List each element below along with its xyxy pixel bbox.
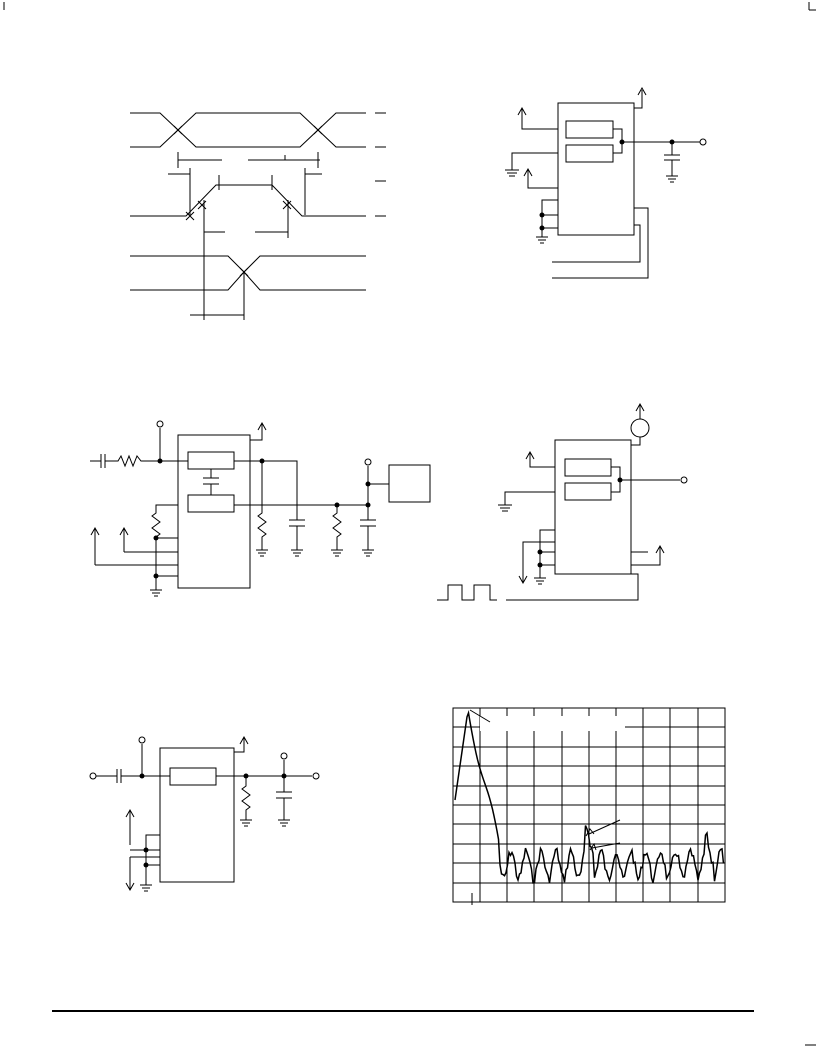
spectrum-plot bbox=[452, 707, 726, 905]
spectrum-grid bbox=[453, 708, 725, 902]
spectrum-trace bbox=[454, 710, 725, 884]
schematic-top-right bbox=[505, 86, 707, 279]
timing-diagram bbox=[130, 112, 386, 320]
crop-marks bbox=[3, 2, 816, 1046]
schematic-middle-left bbox=[90, 420, 431, 597]
schematic-bottom-left bbox=[89, 735, 320, 892]
schematic-middle-right bbox=[437, 402, 688, 601]
